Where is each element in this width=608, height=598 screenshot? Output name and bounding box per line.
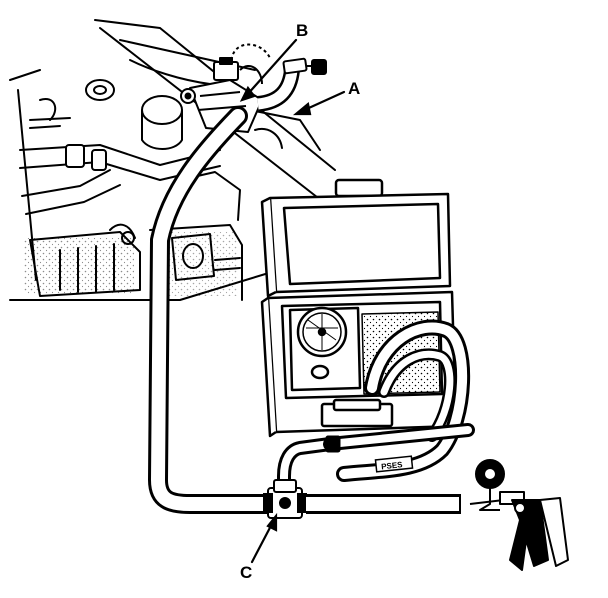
callout-leaders [239, 38, 346, 564]
hose-tag-band [374, 455, 414, 473]
hose-fitting [325, 435, 341, 453]
callout-label-a: A [348, 79, 361, 98]
connector-assembly [180, 43, 327, 133]
tester-hoses [277, 319, 475, 497]
engine-shading [24, 238, 134, 294]
filler-hose [306, 494, 461, 514]
vacuum-pump-tool [469, 459, 569, 571]
tester-case [260, 178, 458, 438]
callout-label-b: B [296, 21, 309, 40]
test-hose [148, 106, 278, 514]
callout-label-c: C [240, 563, 253, 582]
hose-tag-label: PSES [381, 460, 404, 471]
t-joint [263, 479, 307, 519]
